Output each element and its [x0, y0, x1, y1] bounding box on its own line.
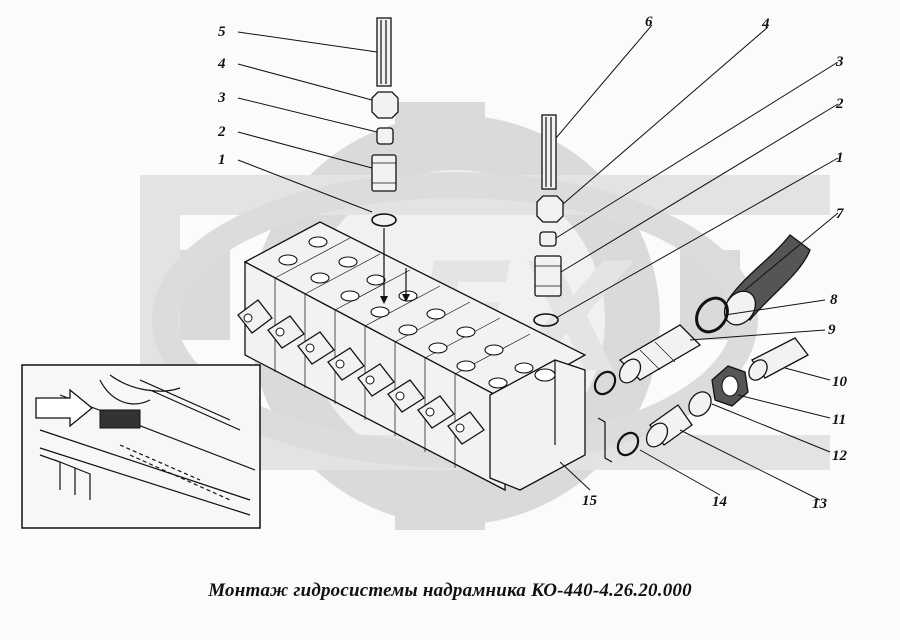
- leader-lines: [237, 24, 839, 501]
- callout-9: 9: [828, 322, 836, 338]
- callout-3-left: 3: [217, 90, 226, 106]
- callout-14: 14: [712, 494, 728, 510]
- callout-labels: 5 4 3 2 1 6 4 3 2 1 7 8 9 10 11 12 13 14…: [217, 14, 848, 512]
- right-fitting-stack: [533, 114, 564, 327]
- callout-5-left: 5: [218, 24, 226, 40]
- callout-4-left: 4: [217, 56, 226, 72]
- callout-11: 11: [832, 412, 846, 428]
- figure-caption: Монтаж гидросистемы надрамника КО-440-4.…: [208, 580, 692, 601]
- right-side-parts: [593, 234, 811, 463]
- callout-12: 12: [832, 448, 848, 464]
- left-fitting-stack: [371, 17, 399, 304]
- callout-1-right: 1: [836, 150, 844, 166]
- location-inset: [21, 364, 261, 529]
- valve-block: [237, 221, 587, 492]
- callout-15: 15: [582, 493, 598, 509]
- callout-6: 6: [645, 14, 653, 30]
- guide-arrows: [402, 268, 410, 302]
- callout-13: 13: [812, 496, 828, 512]
- callout-3-right: 3: [835, 54, 844, 70]
- callout-8: 8: [830, 292, 838, 308]
- callout-7: 7: [836, 206, 844, 222]
- callout-10: 10: [832, 374, 848, 390]
- callout-1-left: 1: [218, 152, 226, 168]
- callout-2-left: 2: [217, 124, 226, 140]
- callout-4-right: 4: [761, 16, 770, 32]
- callout-2-right: 2: [835, 96, 844, 112]
